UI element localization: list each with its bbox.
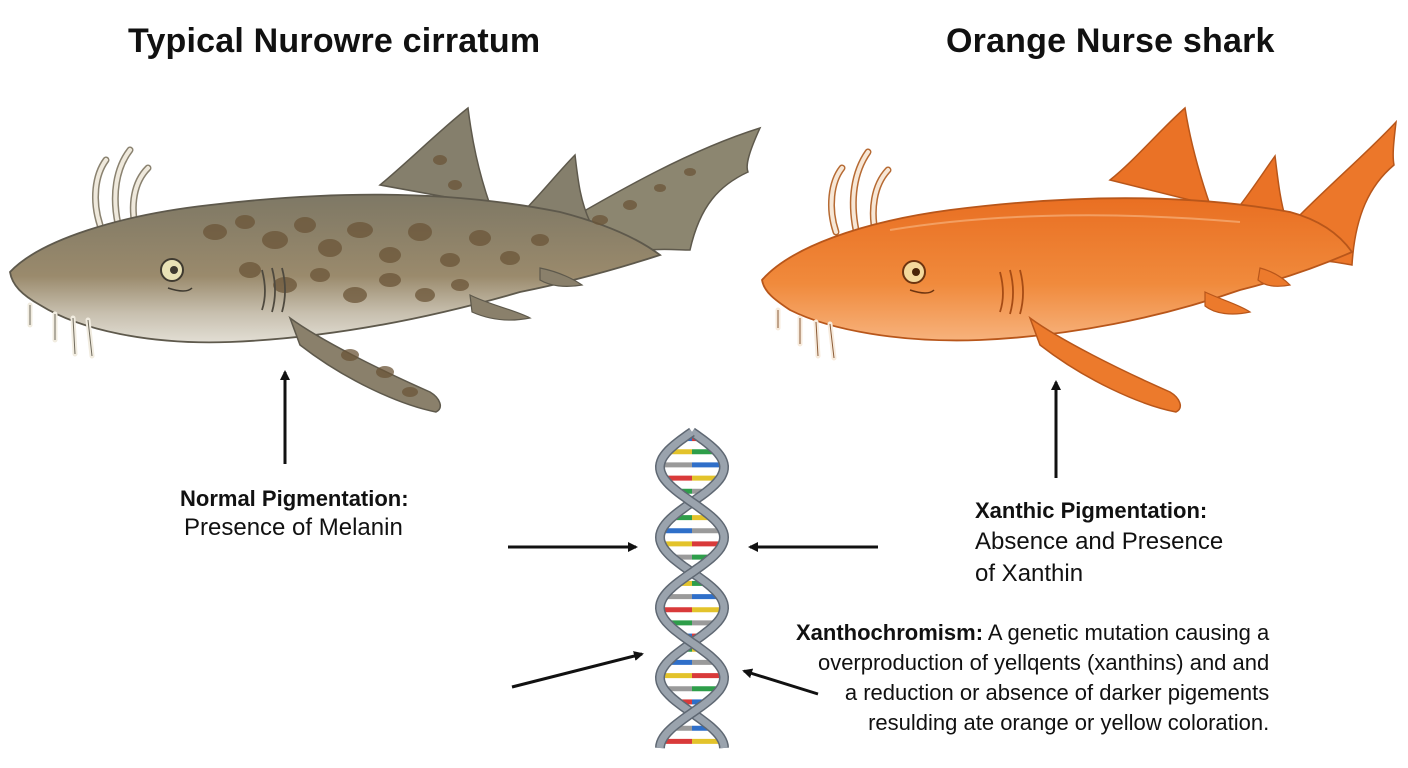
xanthic-pigmentation-heading: Xanthic Pigmentation: [975,498,1208,523]
normal-pigmentation-label: Normal Pigmentation: Presence of Melanin [180,486,409,544]
xanthic-pigmentation-text-line1: Absence and Presence [975,528,1224,555]
arrow-icon [742,668,819,696]
title-orange-shark: Orange Nurse shark [946,22,1275,60]
normal-shark-illustration [9,106,762,413]
title-typical-shark: Typical Nurowre cirratum [128,22,541,60]
xanthochromism-term: Xanthochromism: [796,620,984,645]
arrow-icon [511,651,644,689]
xanthic-pigmentation-label: Xanthic Pigmentation: Absence and Presen… [975,498,1223,590]
xanthochromism-line2: overproduction of yellqents (xanthins) a… [817,650,1270,675]
orange-shark-illustration [761,106,1397,413]
xanthochromism-line1: A genetic mutation causing a [983,620,1270,645]
normal-pigmentation-text: Presence of Melanin [184,514,403,541]
xanthochromism-line3: a reduction or absence of darker pigemen… [844,680,1270,705]
xanthochromism-description: Xanthochromism: A genetic mutation causi… [796,618,1269,738]
normal-pigmentation-heading: Normal Pigmentation: [180,486,409,511]
dna-helix-icon [654,427,730,749]
dna-strand [656,429,728,749]
xanthochromism-line4: resulding ate orange or yellow coloratio… [868,710,1270,735]
dna-strand [656,429,728,749]
xanthic-pigmentation-text-line2: of Xanthin [975,560,1084,587]
